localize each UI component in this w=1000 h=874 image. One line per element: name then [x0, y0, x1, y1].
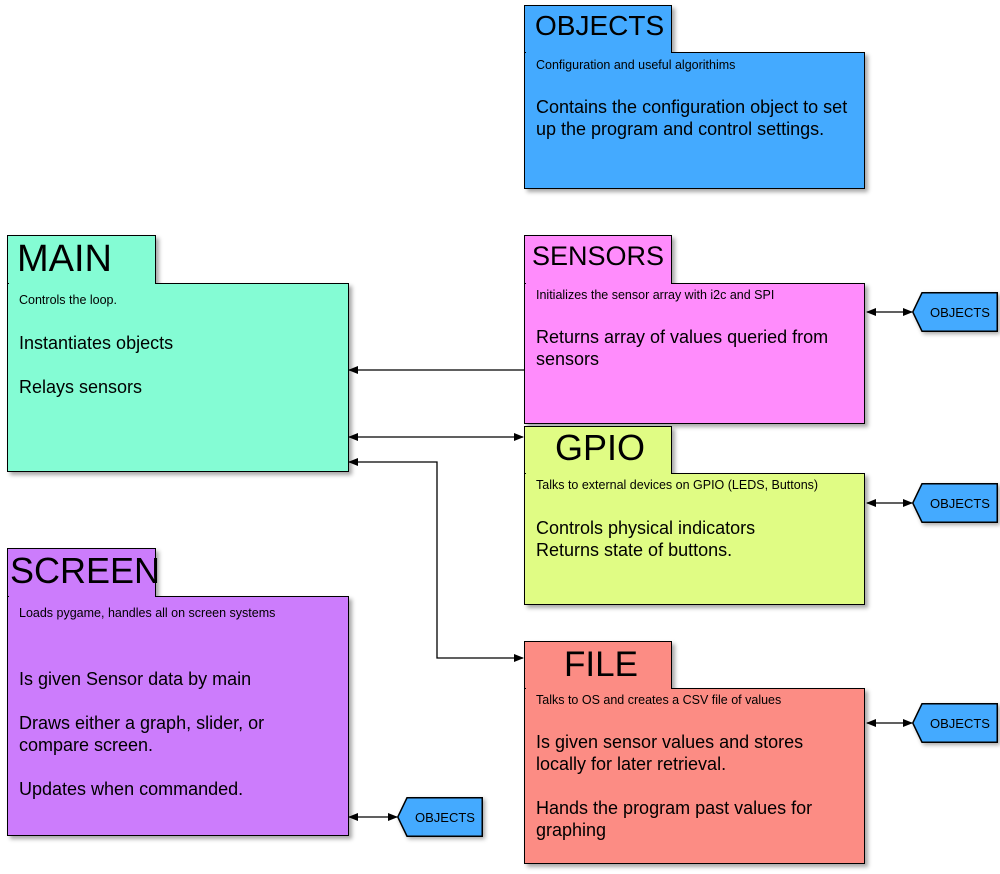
objects-box: [524, 52, 865, 189]
screen-tab: [7, 548, 156, 597]
gpio-line: Controls physical indicators: [536, 518, 756, 538]
main-description: Instantiates objects Relays sensors: [19, 332, 339, 398]
main-line: Relays sensors: [19, 377, 143, 397]
screen-title: SCREEN: [10, 550, 161, 591]
file-title: FILE: [564, 645, 638, 684]
gpio-tab: [524, 426, 672, 474]
main-tab: [7, 235, 156, 284]
gpio-line: Returns state of buttons.: [536, 540, 733, 560]
file-line: Hands the program past values for graphi…: [536, 798, 813, 840]
objects-tag-gpio: OBJECTS: [912, 483, 998, 523]
objects-tab: [524, 5, 672, 53]
objects-line: Contains the configuration object to set…: [536, 97, 848, 139]
file-description: Is given sensor values and stores locall…: [536, 731, 856, 841]
gpio-title: GPIO: [555, 427, 646, 468]
objects-tag-label: OBJECTS: [415, 809, 475, 825]
screen-subtitle: Loads pygame, handles all on screen syst…: [19, 606, 276, 620]
sensors-tab: [524, 235, 672, 284]
objects-title: OBJECTS: [535, 10, 665, 41]
file-subtitle: Talks to OS and creates a CSV file of va…: [536, 693, 782, 707]
main-subtitle: Controls the loop.: [19, 293, 117, 307]
screen-description: Is given Sensor data by main Draws eithe…: [19, 668, 319, 800]
sensors-line: Returns array of values queried from sen…: [536, 327, 829, 369]
gpio-box: [524, 473, 865, 605]
screen-line: Updates when commanded.: [19, 779, 244, 799]
screen-line: Draws either a graph, slider, or compare…: [19, 713, 265, 755]
objects-tag-label: OBJECTS: [930, 715, 990, 731]
objects-tag-label: OBJECTS: [930, 304, 990, 320]
screen-line: Is given Sensor data by main: [19, 669, 252, 689]
gpio-description: Controls physical indicators Returns sta…: [536, 517, 856, 561]
sensors-description: Returns array of values queried from sen…: [536, 326, 836, 370]
objects-tag-file: OBJECTS: [912, 703, 998, 743]
objects-tag-label: OBJECTS: [930, 495, 990, 511]
gpio-subtitle: Talks to external devices on GPIO (LEDS,…: [536, 478, 819, 492]
arrow-main-file: [348, 458, 524, 662]
sensors-title: SENSORS: [532, 241, 665, 271]
main-box: [7, 283, 349, 472]
objects-tag-sensors: OBJECTS: [912, 292, 998, 332]
sensors-subtitle: Initializes the sensor array with i2c an…: [536, 288, 775, 302]
objects-tag-screen: OBJECTS: [397, 797, 483, 837]
screen-box: [7, 596, 349, 836]
objects-description: Contains the configuration object to set…: [536, 96, 856, 140]
file-box: [524, 688, 865, 864]
sensors-box: [524, 283, 865, 424]
main-line: Instantiates objects: [19, 333, 174, 353]
file-tab: [524, 641, 672, 689]
file-line: Is given sensor values and stores locall…: [536, 732, 804, 774]
objects-subtitle: Configuration and useful algorithims: [536, 58, 736, 72]
main-title: MAIN: [17, 238, 112, 280]
